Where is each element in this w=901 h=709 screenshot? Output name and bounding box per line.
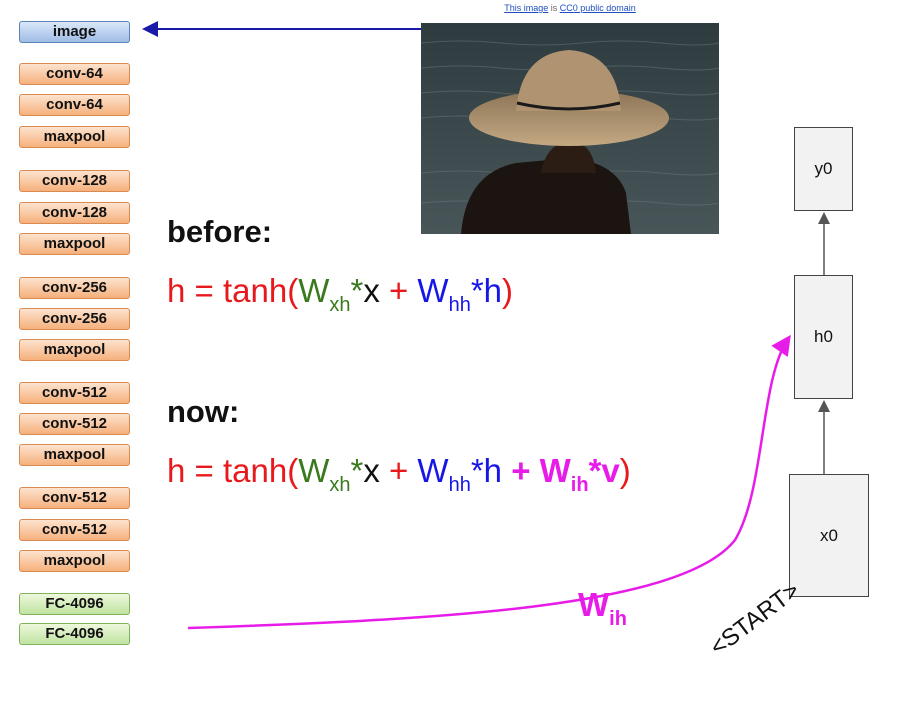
image-credit: This image is CC0 public domain [470, 3, 670, 13]
eq-term-v: *v [588, 452, 620, 489]
whh-symbol: Whh [417, 272, 471, 316]
layer-conv-512: conv-512 [19, 382, 130, 404]
whh-symbol: Whh [417, 452, 471, 496]
wih-label: Wih [578, 586, 627, 630]
eq-term-x: *x + [350, 452, 418, 489]
wih-symbol: Wih [539, 452, 589, 496]
image-link[interactable]: This image [504, 3, 549, 13]
layer-conv-128: conv-128 [19, 202, 130, 224]
wxh-symbol: Wxh [298, 452, 351, 496]
eq-term-h: *h [470, 272, 503, 309]
layer-conv-64: conv-64 [19, 94, 130, 116]
layer-conv-512: conv-512 [19, 487, 130, 509]
now-heading: now: [167, 394, 240, 429]
eq-close: ) [619, 452, 631, 489]
eq-plus: + [502, 452, 540, 489]
rnn-node-x0: x0 [789, 474, 869, 597]
layer-maxpool: maxpool [19, 444, 130, 466]
layer-conv-512: conv-512 [19, 413, 130, 435]
wxh-symbol: Wxh [298, 272, 351, 316]
eq-term-h: *h [470, 452, 503, 489]
eq-close: ) [502, 272, 514, 309]
layer-conv-128: conv-128 [19, 170, 130, 192]
wih-curve-arrow [187, 334, 791, 630]
rnn-node-h0: h0 [794, 275, 853, 399]
layer-conv-256: conv-256 [19, 277, 130, 299]
layer-maxpool: maxpool [19, 233, 130, 255]
layer-conv-256: conv-256 [19, 308, 130, 330]
rnn-node-y0: y0 [794, 127, 853, 211]
before-equation: h = tanh(Wxh*x + Whh*h) [167, 272, 514, 316]
credit-is: is [548, 3, 560, 13]
layer-conv-64: conv-64 [19, 63, 130, 85]
eq-term-x: *x + [350, 272, 418, 309]
eq-prefix: h = tanh( [167, 272, 299, 309]
person-hat-photo [421, 23, 719, 234]
layer-image: image [19, 21, 130, 43]
eq-prefix: h = tanh( [167, 452, 299, 489]
layer-conv-512: conv-512 [19, 519, 130, 541]
before-heading: before: [167, 214, 273, 249]
layer-maxpool: maxpool [19, 550, 130, 572]
now-equation: h = tanh(Wxh*x + Whh*h + Wih*v) [167, 452, 631, 496]
license-link[interactable]: CC0 public domain [559, 3, 636, 13]
layer-fc-4096: FC-4096 [19, 623, 130, 645]
layer-maxpool: maxpool [19, 339, 130, 361]
layer-fc-4096: FC-4096 [19, 593, 130, 615]
layer-maxpool: maxpool [19, 126, 130, 148]
